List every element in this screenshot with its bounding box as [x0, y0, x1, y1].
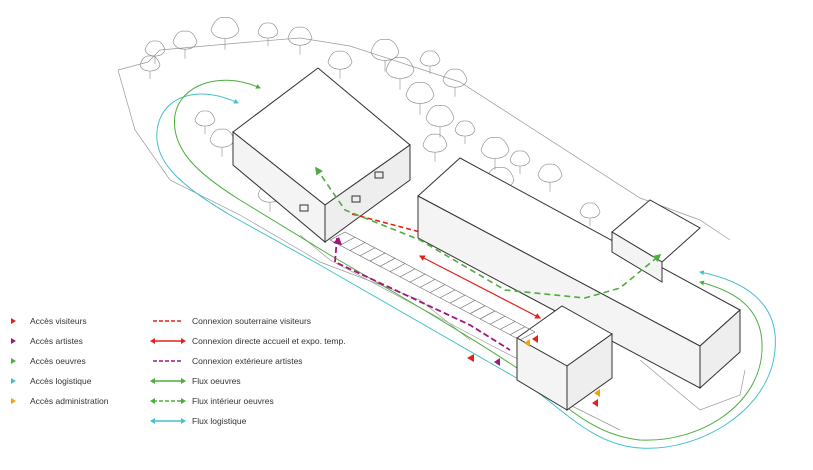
- tree: [287, 26, 313, 55]
- stair-step: [439, 289, 456, 299]
- triangle-marker-icon: [11, 338, 16, 344]
- building-cube: [232, 67, 411, 244]
- stair-step: [389, 263, 406, 272]
- stair-step: [509, 326, 526, 336]
- access-legend-label: Accès oeuvres: [30, 356, 86, 366]
- tree: [537, 163, 563, 192]
- flow-line-icon: [150, 378, 186, 384]
- access-legend-item: Accès administration: [10, 396, 130, 408]
- access-legend-label: Accès artistes: [30, 336, 83, 346]
- flow-legend-label: Flux oeuvres: [192, 376, 241, 386]
- access-legend-label: Accès visiteurs: [30, 316, 87, 326]
- stair-step: [479, 310, 496, 320]
- flow-legend-label: Connexion extérieure artistes: [192, 356, 303, 366]
- admin-access-marker: [594, 389, 600, 397]
- flow-legend-label: Connexion souterraine visiteurs: [192, 316, 312, 326]
- building-front-block: [516, 305, 613, 411]
- visitor-access-marker-2: [532, 335, 538, 343]
- stair-step: [419, 279, 436, 288]
- tree: [454, 120, 476, 144]
- stair-step: [469, 305, 486, 314]
- flow-legend-item: Flux oeuvres: [150, 376, 390, 388]
- triangle-marker-icon: [11, 398, 16, 404]
- triangle-marker-icon: [11, 358, 16, 364]
- access-legend-label: Accès administration: [30, 396, 109, 406]
- tree: [425, 104, 455, 138]
- access-legend-item: Accès logistique: [10, 376, 130, 388]
- stair-step: [399, 268, 416, 278]
- access-legend-item: Accès artistes: [10, 336, 130, 348]
- stair-step: [519, 331, 536, 341]
- tree: [579, 202, 601, 226]
- stair-step: [369, 252, 386, 262]
- stair-step: [359, 247, 376, 257]
- stair-step: [339, 236, 356, 246]
- flow-legend-label: Connexion directe accueil et expo. temp.: [192, 336, 346, 346]
- tree: [210, 16, 240, 50]
- flow-legend-item: Flux logistique: [150, 416, 390, 428]
- stair-step: [409, 273, 426, 283]
- tree: [144, 40, 166, 64]
- tree: [419, 50, 441, 74]
- flow-legend-item: Connexion souterraine visiteurs: [150, 316, 390, 328]
- flow-legend-item: Connexion extérieure artistes: [150, 356, 390, 368]
- triangle-marker-icon: [11, 378, 16, 384]
- visitor-access-marker-3: [592, 399, 598, 407]
- flow-legend-label: Flux logistique: [192, 416, 247, 426]
- flow-legend-label: Flux intérieur oeuvres: [192, 396, 274, 406]
- stair-step: [379, 258, 396, 267]
- flow-line-icon: [150, 418, 186, 424]
- stair-step: [349, 242, 366, 251]
- tree: [509, 150, 531, 174]
- direct-reception-connection: [418, 255, 542, 319]
- tree: [139, 55, 161, 79]
- stair-step: [449, 294, 466, 304]
- access-legend-label: Accès logistique: [30, 376, 92, 386]
- visitor-access-marker: [467, 354, 474, 362]
- stair-step: [459, 300, 476, 309]
- tree: [257, 22, 279, 46]
- tree: [327, 50, 353, 79]
- admin-access-marker-2: [524, 339, 530, 347]
- flow-line-icon: [150, 398, 186, 404]
- access-legend-item: Accès oeuvres: [10, 356, 130, 368]
- stair-step: [499, 321, 516, 330]
- triangle-marker-icon: [11, 318, 16, 324]
- tree: [480, 136, 510, 170]
- tree: [172, 30, 198, 59]
- flow-line-icon: [150, 338, 186, 344]
- tree: [370, 38, 400, 72]
- artist-access-marker: [333, 237, 342, 245]
- access-legend-item: Accès visiteurs: [10, 316, 130, 328]
- flow-legend-item: Connexion directe accueil et expo. temp.: [150, 336, 390, 348]
- flow-line-icon: [153, 320, 183, 322]
- stair-step: [489, 315, 506, 325]
- tree: [422, 133, 448, 162]
- tree: [194, 110, 216, 134]
- interior-works-flow: [315, 166, 662, 299]
- tree: [442, 68, 468, 97]
- underground-visitor-connection: [351, 213, 421, 233]
- artist-access-marker-2: [494, 358, 500, 366]
- flow-legend-item: Flux intérieur oeuvres: [150, 396, 390, 408]
- flow-line-icon: [153, 360, 183, 362]
- stair-step: [429, 284, 446, 293]
- tree: [209, 128, 235, 157]
